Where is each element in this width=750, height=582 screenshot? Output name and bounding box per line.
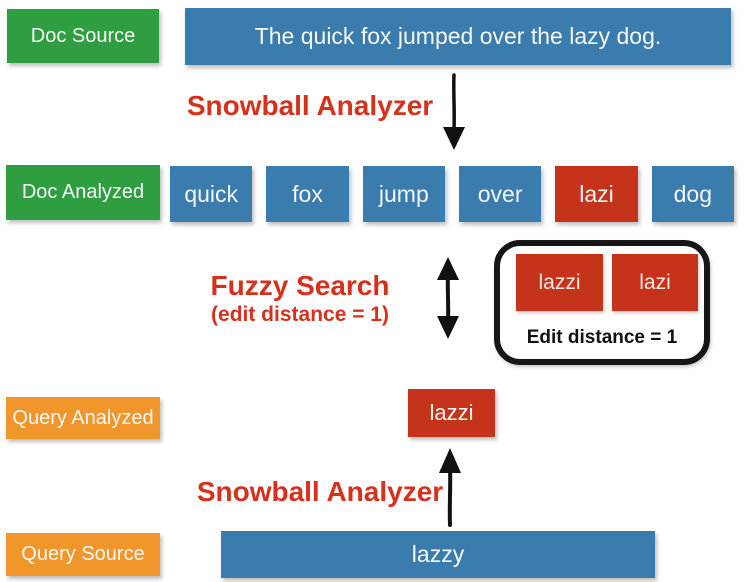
fuzzy-search-subtitle: (edit distance = 1) bbox=[211, 303, 389, 327]
edit-distance-callout: lazzi lazi Edit distance = 1 bbox=[494, 240, 710, 365]
fuzzy-search-label: Fuzzy Search (edit distance = 1) bbox=[160, 270, 440, 327]
query-source-sentence-box: lazzy bbox=[221, 531, 655, 578]
doc-analyzed-chip: Doc Analyzed bbox=[6, 165, 160, 220]
query-source-chip: Query Source bbox=[6, 533, 160, 576]
token-lazi-highlighted: lazi bbox=[555, 166, 638, 222]
up-arrow-icon bbox=[439, 448, 461, 527]
callout-caption: Edit distance = 1 bbox=[526, 327, 678, 348]
callout-term-lazi: lazi bbox=[612, 254, 698, 311]
doc-source-chip: Doc Source bbox=[7, 9, 159, 63]
token-over: over bbox=[458, 166, 542, 222]
token-jump: jump bbox=[362, 166, 445, 222]
callout-term-lazzi: lazzi bbox=[516, 254, 603, 311]
doc-source-sentence-box: The quick fox jumped over the lazy dog. bbox=[185, 8, 731, 65]
double-vertical-arrow-icon bbox=[437, 257, 459, 339]
fuzzy-search-title: Fuzzy Search bbox=[210, 270, 390, 301]
token-fox: fox bbox=[266, 166, 349, 222]
query-analyzed-chip: Query Analyzed bbox=[6, 397, 160, 439]
snowball-analyzer-bottom-label: Snowball Analyzer bbox=[196, 476, 444, 507]
token-dog: dog bbox=[651, 166, 734, 222]
doc-analyzed-token-row: quick fox jump over lazi dog bbox=[170, 166, 734, 222]
token-quick: quick bbox=[170, 166, 253, 222]
snowball-analyzer-top-label: Snowball Analyzer bbox=[186, 90, 434, 121]
query-analyzed-token-lazzi: lazzi bbox=[408, 389, 495, 437]
down-arrow-icon bbox=[443, 73, 465, 150]
